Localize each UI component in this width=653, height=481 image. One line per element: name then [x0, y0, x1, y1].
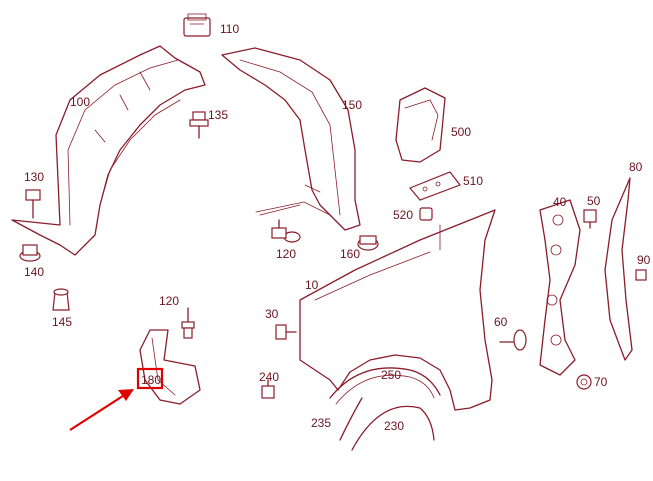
bracket-500[interactable]	[395, 87, 446, 163]
clip-145[interactable]	[52, 288, 70, 311]
strip-235[interactable]	[339, 397, 363, 441]
callout-160: 160	[340, 247, 360, 261]
bolt-120-lower[interactable]	[181, 307, 195, 339]
callout-135: 135	[208, 108, 228, 122]
callout-230: 230	[384, 419, 404, 433]
callout-120-upper: 120	[276, 247, 296, 261]
callout-10: 10	[305, 278, 319, 292]
strip-230[interactable]	[351, 405, 435, 451]
wheel-liner-150[interactable]	[221, 47, 361, 231]
screw-135[interactable]	[189, 111, 209, 139]
callout-180: 180	[141, 373, 161, 387]
clip-90[interactable]	[635, 269, 647, 281]
callout-250: 250	[381, 368, 401, 382]
callout-80: 80	[629, 160, 643, 174]
seal-80[interactable]	[604, 177, 633, 361]
callout-90: 90	[637, 253, 651, 267]
screw-130[interactable]	[25, 189, 41, 219]
callout-520: 520	[393, 208, 413, 222]
callout-100: 100	[70, 95, 90, 109]
callout-145: 145	[52, 315, 72, 329]
callout-110: 110	[220, 22, 239, 36]
callout-150: 150	[342, 98, 362, 112]
callout-40: 40	[553, 195, 567, 209]
callout-120-lower: 120	[159, 294, 179, 308]
screw-50[interactable]	[583, 209, 597, 229]
callout-240: 240	[259, 370, 279, 384]
callout-60: 60	[494, 315, 508, 329]
bracket-40[interactable]	[539, 199, 581, 376]
callout-50: 50	[587, 194, 601, 208]
trim-250[interactable]	[329, 367, 441, 405]
callout-140: 140	[24, 265, 44, 279]
mud-flap-180[interactable]	[139, 329, 201, 405]
bolt-120-upper[interactable]	[271, 219, 301, 243]
bolt-60[interactable]	[499, 329, 527, 351]
callout-510: 510	[463, 174, 483, 188]
callout-130: 130	[24, 170, 44, 184]
callout-235: 235	[311, 416, 331, 430]
callout-500: 500	[451, 125, 471, 139]
fender-10[interactable]	[299, 209, 496, 411]
highlight-arrow	[69, 389, 134, 431]
callout-30: 30	[265, 307, 279, 321]
screw-240[interactable]	[261, 379, 275, 399]
nut-70[interactable]	[576, 374, 592, 390]
nut-160[interactable]	[357, 235, 379, 251]
nut-140[interactable]	[19, 244, 41, 262]
screw-30[interactable]	[275, 324, 297, 340]
clip-110[interactable]	[183, 13, 211, 37]
grommet-520[interactable]	[419, 207, 433, 221]
highlight-box-180	[136, 367, 164, 390]
plate-510[interactable]	[409, 171, 461, 201]
callout-70: 70	[594, 375, 608, 389]
wheel-liner-100[interactable]	[11, 45, 206, 256]
